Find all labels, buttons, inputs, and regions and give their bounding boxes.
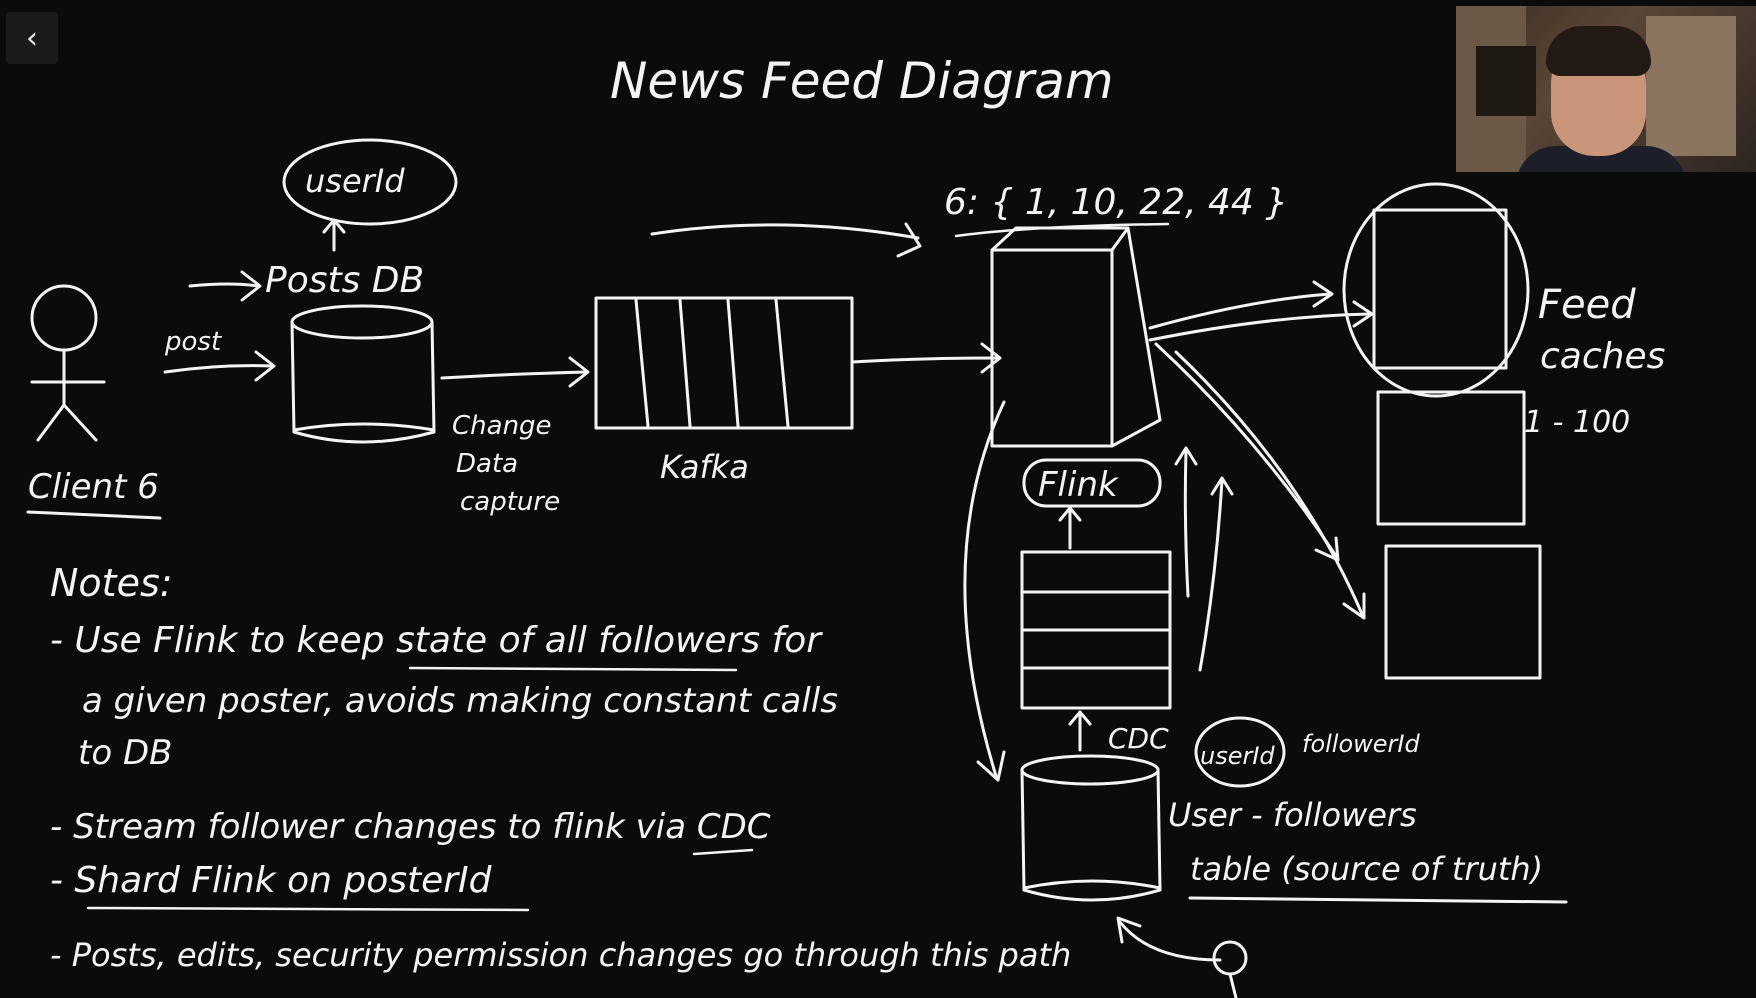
feed-range-label: 1 - 100: [1524, 405, 1630, 440]
note-item-2: a given poster, avoids making constant c…: [82, 681, 838, 721]
note-item-3: to DB: [78, 733, 172, 773]
userid-column-bubble: [1194, 716, 1286, 788]
feed-cache-1: [1342, 182, 1530, 398]
notes-heading: Notes:: [50, 561, 173, 605]
feed-caches-line-2: caches: [1540, 336, 1665, 377]
webcam-background-doorway: [1646, 16, 1736, 156]
cdc-label-line-1: Change: [452, 411, 552, 441]
cdc-label-line-2: Data: [456, 449, 518, 479]
userid-bubble-label: userId: [305, 162, 405, 200]
user-followers-db-cylinder: [1020, 754, 1162, 902]
presenter-webcam: [1456, 6, 1756, 172]
chevron-left-icon: ‹: [26, 20, 38, 56]
posts-db-cylinder: [290, 304, 436, 444]
back-button[interactable]: ‹: [6, 12, 58, 64]
kafka-queue: [594, 296, 854, 430]
webcam-background-shelf: [1476, 46, 1536, 116]
user-stick-figure: [1116, 916, 1248, 998]
followerid-column-label: followerId: [1302, 730, 1420, 758]
userid-column-label: userId: [1200, 742, 1275, 770]
flink-pill-outline: [1022, 458, 1162, 508]
post-label: post: [164, 327, 222, 357]
shard-followers-label: 6: { 1, 10, 22, 44 }: [944, 182, 1288, 223]
client-stick-figure: [30, 284, 106, 442]
table-label-line-2: table (source of truth): [1190, 850, 1543, 888]
note-item-1: - Use Flink to keep state of all followe…: [50, 620, 823, 661]
flink-label: Flink: [1038, 465, 1119, 505]
feed-caches-line-1: Feed: [1538, 282, 1636, 328]
note-item-5: - Shard Flink on posterId: [50, 860, 493, 901]
cdc-label: CDC: [1108, 722, 1169, 755]
kafka-label: Kafka: [660, 448, 749, 486]
cdc-stream-queue: [1020, 550, 1172, 710]
feed-cache-3: [1384, 544, 1542, 680]
presenter-hair: [1546, 26, 1651, 76]
posts-db-label: Posts DB: [265, 260, 424, 301]
userid-bubble-outline: [282, 138, 458, 226]
cdc-label-line-3: capture: [460, 487, 560, 517]
feed-cache-2: [1376, 390, 1526, 526]
table-label-line-1: User - followers: [1168, 796, 1417, 834]
diagram-title: News Feed Diagram: [610, 52, 1114, 110]
flink-node-box: [990, 226, 1162, 448]
client-label: Client 6: [28, 467, 159, 507]
note-item-6: - Posts, edits, security permission chan…: [50, 936, 1071, 974]
note-item-4: - Stream follower changes to flink via C…: [50, 807, 771, 847]
